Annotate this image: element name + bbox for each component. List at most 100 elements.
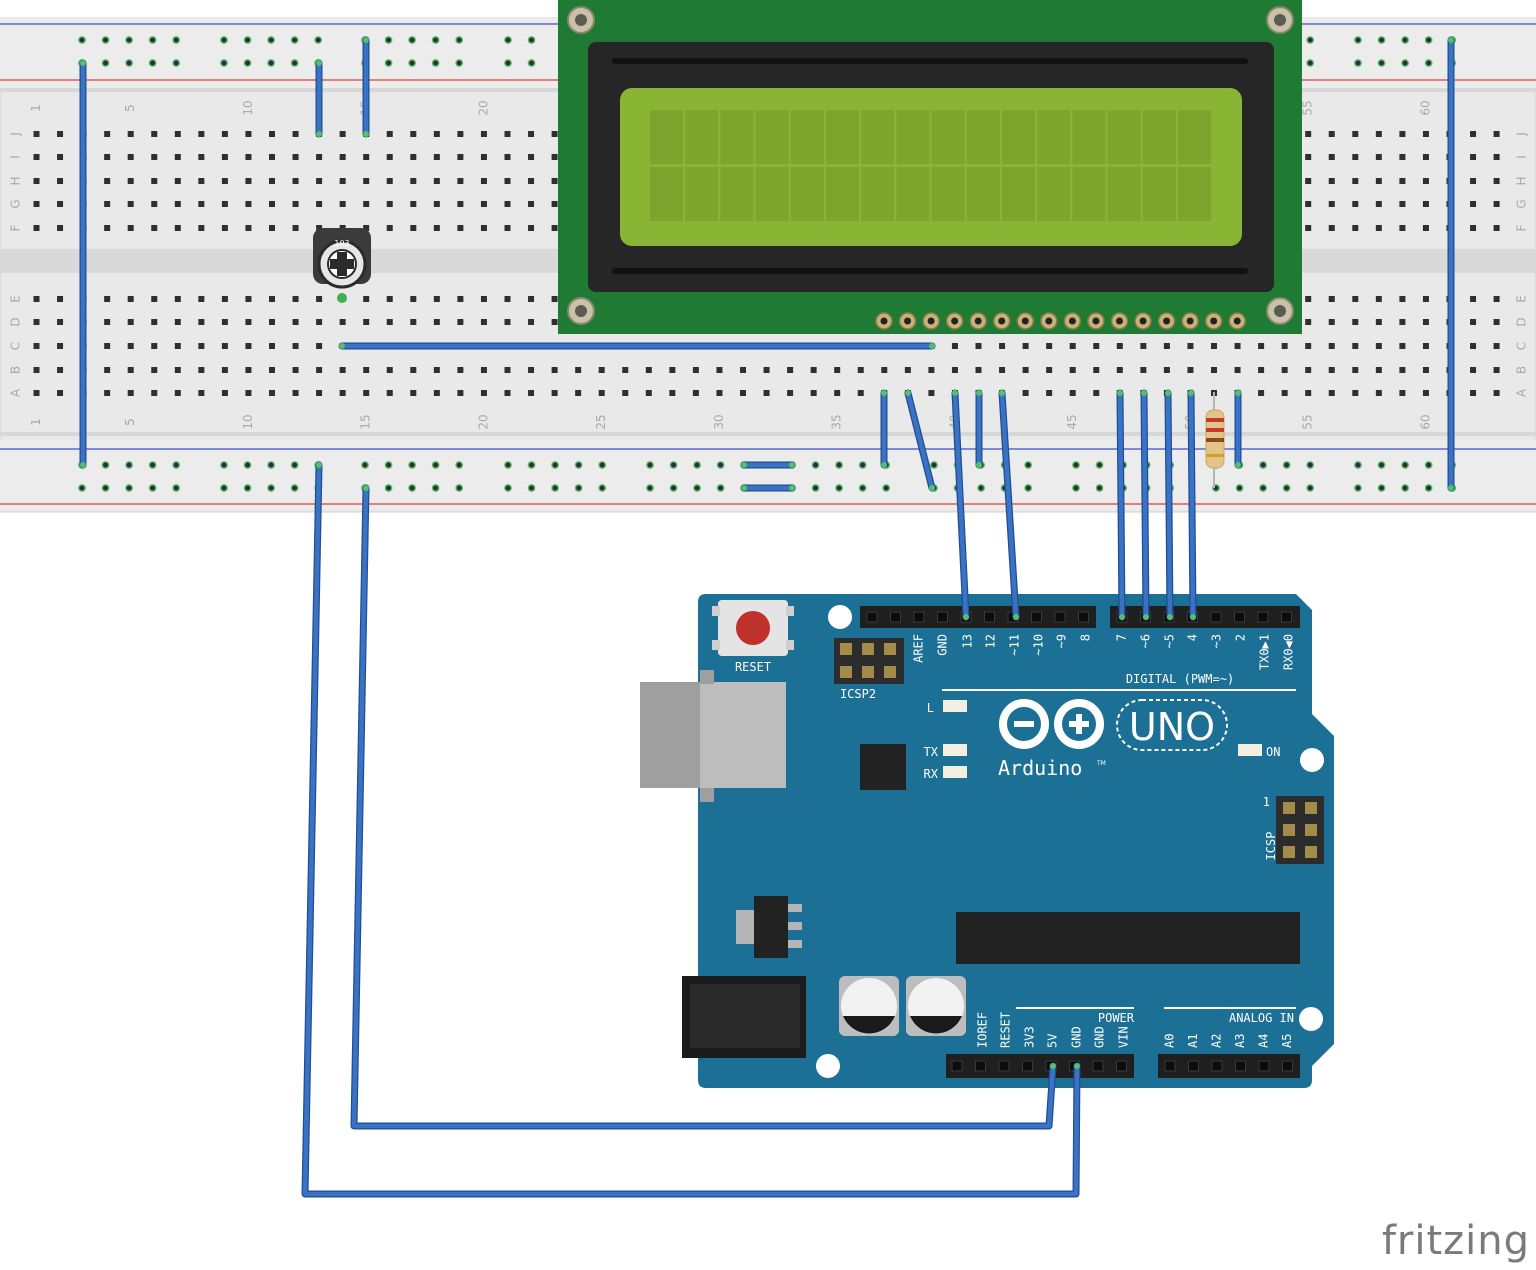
breadboard-hole	[269, 154, 275, 160]
wire-end	[1190, 614, 1196, 620]
wire-end	[1141, 390, 1147, 396]
breadboard-hole	[198, 367, 205, 373]
rail-hole	[125, 461, 134, 469]
wire-end	[1235, 462, 1241, 468]
breadboard-hole	[1046, 390, 1053, 396]
rail-hole	[835, 461, 843, 469]
row-letter: D	[1515, 317, 1529, 326]
rail-hole	[1282, 484, 1291, 492]
digital-pin-label: ~9	[1055, 634, 1069, 648]
row-letter: G	[9, 199, 23, 208]
breadboard-hole	[1069, 390, 1076, 396]
breadboard-hole	[269, 225, 275, 231]
breadboard-hole	[221, 319, 228, 325]
rail-hole	[267, 484, 275, 492]
rail-hole	[1424, 59, 1433, 67]
breadboard-hole	[551, 390, 558, 396]
model-label: UNO	[1129, 705, 1215, 749]
analog-pin-label: A0	[1163, 1034, 1177, 1048]
jumper-wire[interactable]	[952, 390, 969, 620]
breadboard-hole	[480, 178, 487, 184]
breadboard-hole	[1328, 343, 1335, 349]
breadboard-hole	[1352, 390, 1359, 396]
rail-hole	[1401, 36, 1410, 44]
arduino-board	[698, 594, 1334, 1088]
breadboard-hole	[1328, 154, 1335, 160]
jumper-wire[interactable]	[1165, 390, 1173, 620]
breadboard-hole	[292, 367, 299, 373]
breadboard-hole	[1493, 178, 1500, 184]
breadboard-hole	[457, 319, 464, 325]
breadboard-hole	[33, 296, 40, 302]
column-number: 55	[1301, 100, 1315, 115]
breadboard-hole	[504, 178, 511, 184]
breadboard-hole	[1234, 343, 1241, 349]
row-letter: C	[9, 342, 23, 350]
wire-end	[905, 390, 911, 396]
breadboard-hole	[104, 225, 111, 231]
breadboard-hole	[1493, 225, 1500, 231]
jumper-wire[interactable]	[351, 485, 1056, 1129]
jumper-wire[interactable]	[302, 462, 1080, 1197]
power-header	[946, 1054, 1134, 1078]
breadboard-hole	[104, 296, 111, 302]
breadboard-hole	[834, 390, 841, 396]
rail-hole	[384, 484, 393, 492]
breadboard-hole	[174, 390, 181, 396]
wire-end	[1448, 37, 1454, 43]
voltage-regulator	[736, 896, 802, 958]
jumper-wire[interactable]	[1117, 390, 1125, 620]
breadboard-hole	[433, 390, 440, 396]
breadboard-hole	[716, 390, 723, 396]
breadboard-hole	[645, 390, 652, 396]
wire-end	[1165, 390, 1171, 396]
row-letter: A	[9, 388, 23, 397]
breadboard-hole	[1470, 390, 1477, 396]
jumper-wire[interactable]	[1141, 390, 1149, 620]
breadboard-hole	[316, 225, 323, 231]
breadboard-hole	[198, 296, 205, 302]
rail-hole	[431, 59, 440, 67]
rail-hole	[669, 461, 678, 469]
mount-hole	[828, 605, 852, 629]
breadboard-hole	[457, 154, 464, 160]
analog-label: ANALOG IN	[1229, 1011, 1294, 1025]
breadboard-hole	[151, 343, 158, 349]
breadboard-hole	[269, 131, 275, 137]
jumper-wire[interactable]	[1188, 390, 1196, 620]
breadboard-hole	[221, 201, 228, 207]
breadboard-hole	[410, 390, 417, 396]
capacitor	[839, 976, 899, 1036]
breadboard-hole	[433, 296, 440, 302]
breadboard-hole	[1352, 367, 1359, 373]
power-pin-label: GND	[1093, 1026, 1107, 1048]
breadboard-hole	[245, 296, 252, 302]
jumper-wire[interactable]	[905, 390, 935, 491]
rail-hole	[267, 461, 275, 469]
row-letter: G	[1515, 199, 1529, 208]
breadboard-hole	[575, 367, 582, 373]
rail-hole	[172, 484, 181, 492]
jumper-wire[interactable]	[999, 390, 1019, 620]
rail-hole	[220, 461, 228, 469]
breadboard-hole	[339, 154, 346, 160]
breadboard-hole	[1281, 367, 1288, 373]
rail-hole	[977, 484, 985, 492]
digital-pin-label: ~5	[1163, 634, 1177, 648]
reset-button[interactable]	[712, 600, 794, 656]
wire-end	[316, 462, 322, 468]
breadboard-hole	[316, 178, 323, 184]
breadboard-hole	[127, 201, 134, 207]
breadboard-hole	[1375, 154, 1382, 160]
rail-hole	[455, 59, 464, 67]
breadboard-hole	[269, 390, 275, 396]
lcd-cell	[650, 167, 683, 221]
wire-end	[1013, 614, 1019, 620]
breadboard-hole	[433, 154, 440, 160]
breadboard-hole	[386, 225, 393, 231]
lcd-pin-hole	[1233, 317, 1241, 325]
lcd-cell	[1072, 167, 1106, 221]
breadboard-hole	[763, 367, 770, 373]
breadboard-hole	[810, 390, 817, 396]
